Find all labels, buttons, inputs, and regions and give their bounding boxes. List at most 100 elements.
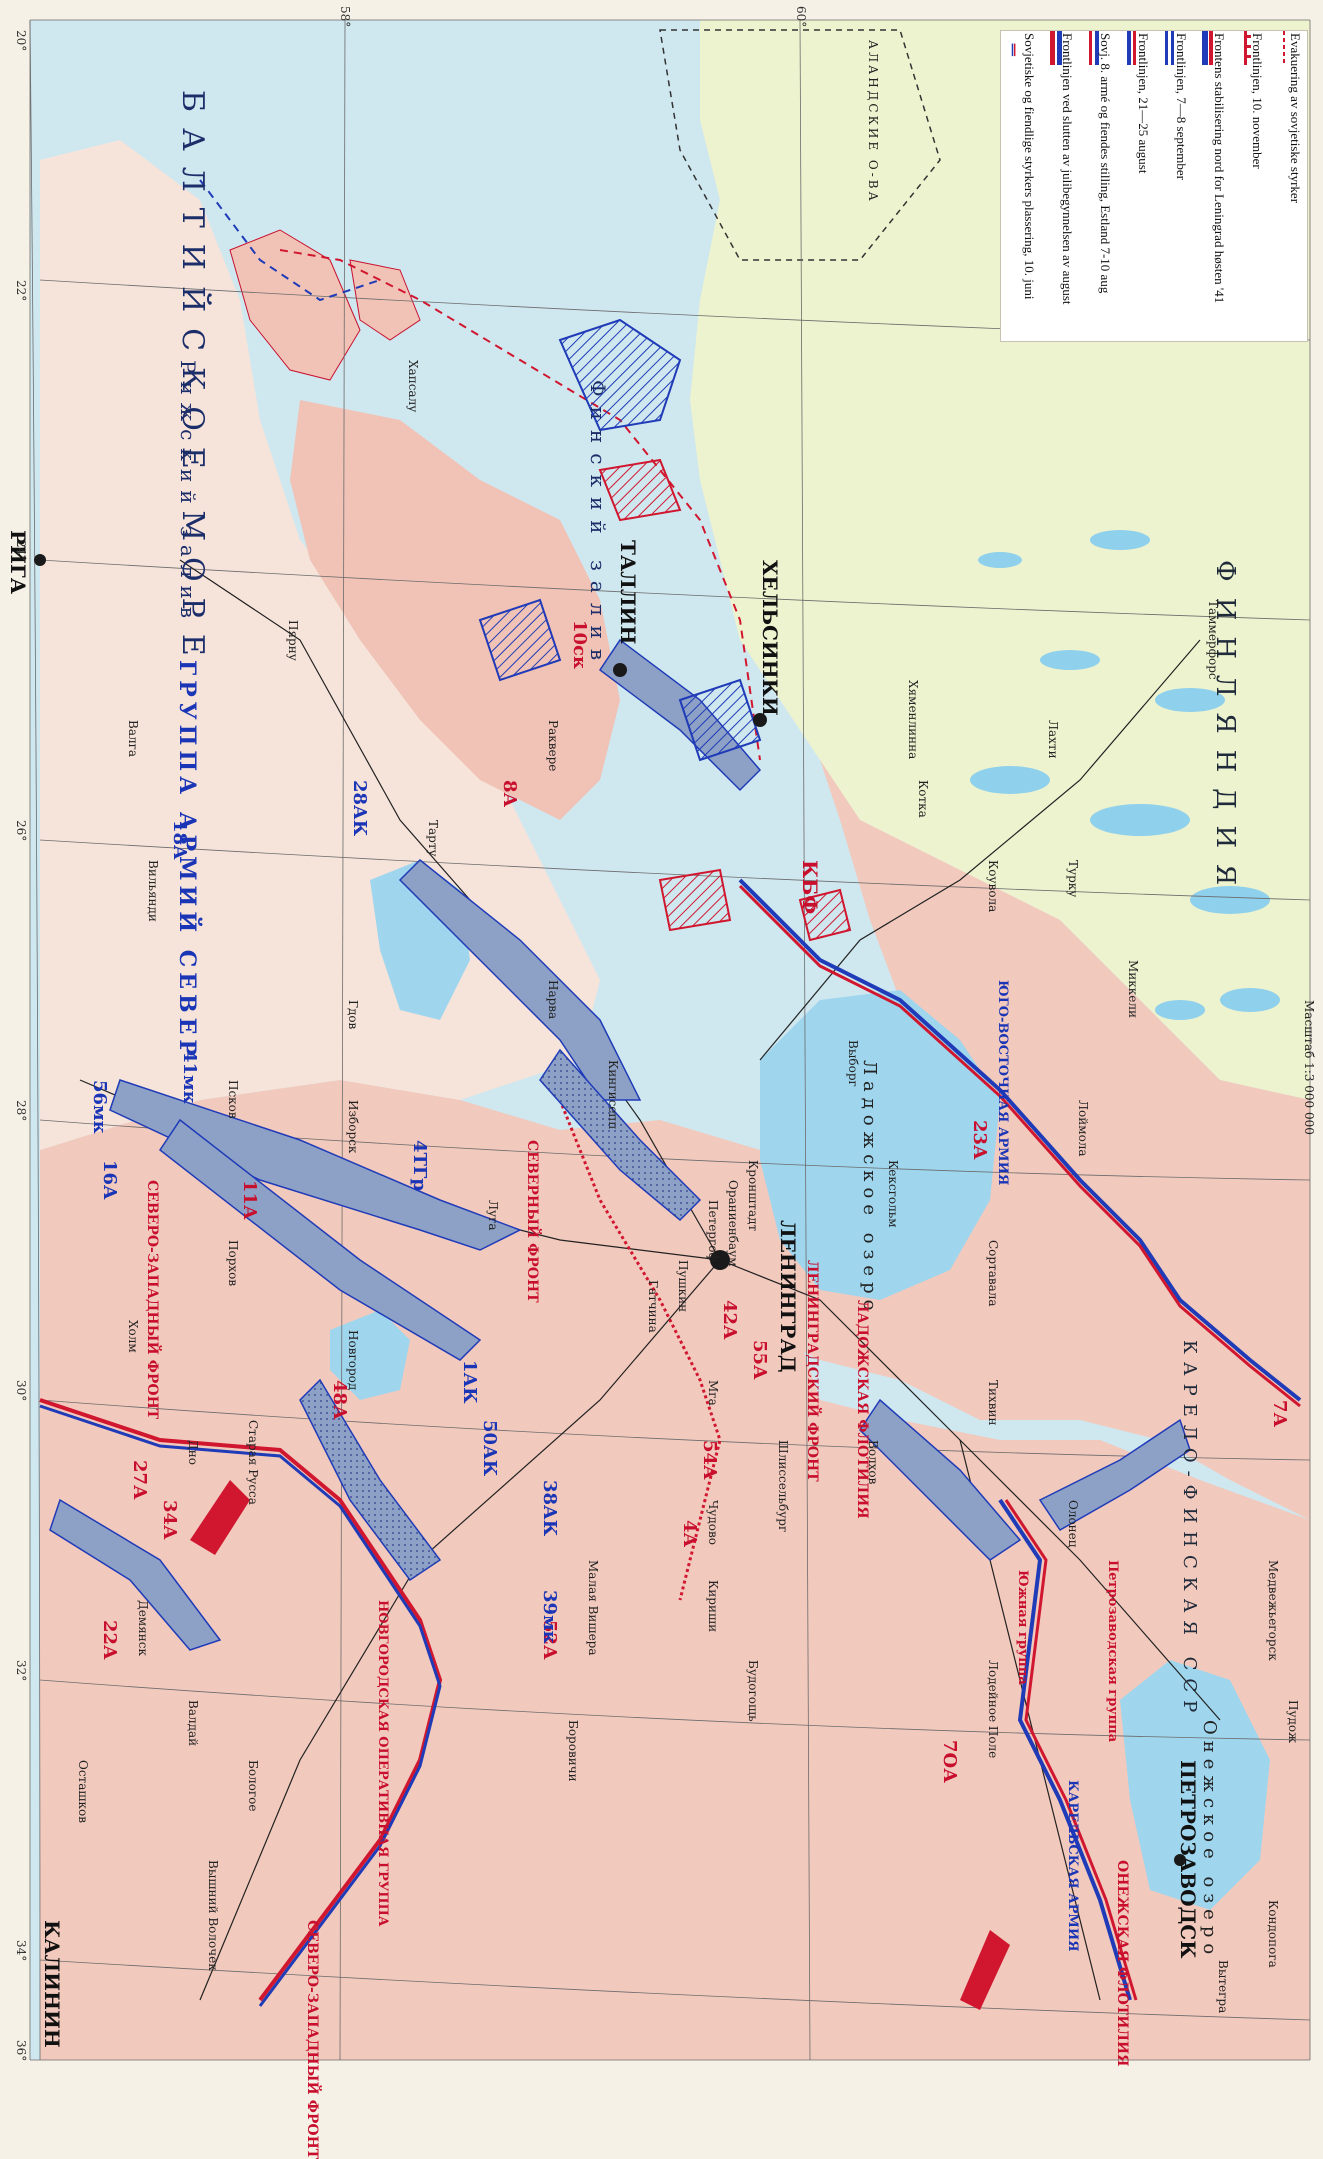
place-name: Лодейное Поле	[986, 1660, 1000, 1759]
legend-label: Frontens stabilisering nord for Leningra…	[1212, 33, 1227, 304]
label-ladoga-flotilla: ЛАДОЖСКАЯ ФЛОТИЛИЯ	[854, 1300, 870, 1519]
finnish-lakes	[970, 530, 1280, 1020]
unit-red: 22А	[99, 1620, 120, 1660]
place-name: Кондопога	[1266, 1900, 1280, 1968]
place-name: Кириши	[706, 1580, 720, 1633]
unit-red: 23А	[969, 1120, 990, 1160]
place-name: Будогощь	[746, 1660, 760, 1722]
unit-blue: 50АК	[479, 1420, 500, 1477]
place-name: Котка	[916, 780, 930, 818]
place-name: Изборск	[346, 1100, 360, 1154]
place-name: Дно	[186, 1440, 200, 1465]
place-name: Шлиссельбург	[776, 1440, 790, 1533]
unit-red: 54А	[699, 1440, 720, 1480]
place-name: Старая Русса	[246, 1420, 260, 1505]
place-name: Лахти	[1046, 720, 1060, 759]
place-name: Кексгольм	[886, 1160, 900, 1228]
unit-red: 4А	[679, 1520, 700, 1548]
place-name: Демянск	[136, 1600, 150, 1656]
graticule	[29, 19, 1311, 2061]
unit-red: 10ск	[569, 620, 590, 670]
place-name: Холм	[126, 1320, 140, 1353]
legend-swatch	[1244, 31, 1251, 65]
legend-item: Sovjetiske og fiendlige styrkers plasser…	[1011, 31, 1308, 299]
unit-blue: 39мк	[539, 1590, 560, 1644]
soviet-arrows	[190, 1480, 1010, 2010]
label-petrozavodsk: ПЕТРОЗАВОДСК	[1176, 1760, 1200, 1959]
label-tallinn: ТАЛЛИН	[616, 540, 640, 645]
grid-label: 36°	[14, 2040, 28, 2062]
place-name: Миккели	[1126, 960, 1140, 1019]
label-gulf-riga: Рижский залив	[176, 360, 200, 627]
unit-red: 55А	[749, 1340, 770, 1380]
place-name: Волхов	[866, 1440, 880, 1485]
label-lake-ladoga: Ладожское озеро	[859, 1060, 880, 1317]
place-name: Пушкин	[676, 1260, 690, 1313]
place-name: Вытегра	[1216, 1960, 1230, 2014]
legend-swatch	[1165, 31, 1174, 65]
label-lake-onega: Онежское озеро	[1199, 1720, 1220, 1961]
place-name: Нарва	[546, 980, 560, 1020]
place-name: Мга	[706, 1380, 720, 1406]
unit-red: 8А	[499, 780, 520, 808]
front-lines	[39, 179, 1302, 2007]
unit-red: 11А	[239, 1180, 260, 1220]
place-name: Боровичи	[566, 1720, 580, 1782]
label-petrozavodsk-group: Петрозаводская группа	[1105, 1560, 1120, 1743]
place-name: Лоймола	[1076, 1100, 1090, 1157]
legend-label: Frontlinjen, 21—25 august	[1136, 33, 1151, 174]
legend-swatch	[1089, 31, 1099, 65]
unit-blue: 4ТГр	[409, 1140, 430, 1191]
place-name: Медвежьегорск	[1266, 1560, 1280, 1661]
legend-item: Sovj. 8. armé og fiendes stilling, Estla…	[1087, 31, 1323, 293]
legend-label: Sovj. 8. armé og fiendes stilling, Estla…	[1098, 33, 1113, 294]
place-name: Малая Вишера	[586, 1560, 600, 1656]
fleet-markers	[478, 318, 762, 762]
label-northwest-front: СЕВЕРО-ЗАПАДНЫЙ ФРОНТ	[144, 1180, 160, 1420]
place-name: Гатчина	[646, 1280, 660, 1333]
label-north-front: СЕВЕРНЫЙ ФРОНТ	[524, 1140, 540, 1303]
lake-onega	[1120, 1660, 1270, 1910]
grid-label: 20°	[14, 30, 28, 52]
place-name: Тарту	[426, 820, 440, 857]
unit-blue: 38АК	[539, 1480, 560, 1537]
legend-item: Frontlinjen, 7—8 september	[1163, 31, 1323, 180]
place-name: Луга	[486, 1200, 500, 1231]
place-name: Валдай	[186, 1700, 200, 1747]
legend-label: Evakuering av sovjetiske styrker	[1288, 33, 1303, 204]
legend-label: Frontlinjen, 10. november	[1250, 33, 1265, 169]
legend-swatch	[1127, 31, 1136, 65]
legend-swatch	[1011, 43, 1016, 57]
unit-red: 7ОА	[939, 1740, 960, 1783]
grid-label: 30°	[14, 1380, 28, 1402]
place-name: Ораниенбаум	[726, 1180, 740, 1267]
saaremaa-island	[229, 229, 361, 381]
place-name: Пярну	[286, 620, 300, 661]
place-name: Коувола	[986, 860, 1000, 913]
place-name: Раквере	[546, 720, 560, 772]
map-canvas	[29, 19, 1311, 2061]
place-name: Петергоф	[706, 1200, 720, 1262]
legend-item: Frontlinjen ved slutten av julibegynnels…	[1049, 31, 1323, 305]
place-name: Бологое	[246, 1760, 260, 1812]
place-name: Олонец	[1066, 1500, 1080, 1548]
label-leningrad: ЛЕНИНГРАД	[776, 1220, 800, 1373]
place-name: Кингисепп	[606, 1060, 620, 1130]
label-karelo-finnish: КАРЕЛО-ФИНСКАЯ ССР	[1179, 1340, 1200, 1721]
place-name: Кронштадт	[746, 1160, 760, 1232]
aland-boundary	[659, 29, 941, 261]
place-name: Сортавала	[986, 1240, 1000, 1307]
place-name: Порхов	[226, 1240, 240, 1287]
grid-label: 28°	[14, 1100, 28, 1122]
label-army-group-north: ГРУППА АРМИЙ СЕВЕР	[174, 660, 200, 1061]
unit-blue: 18А	[169, 820, 190, 860]
place-name: Чудово	[706, 1500, 720, 1545]
axis-attack-dots	[300, 1050, 700, 1580]
grid-label: 34°	[14, 1940, 28, 1962]
grid-label: 58°	[338, 6, 352, 28]
legend-item: Frontlinjen, 10. november	[1239, 31, 1323, 169]
place-name: Осташков	[76, 1760, 90, 1823]
map-legend: Sovjetiske og fiendlige styrkers plasser…	[1000, 30, 1308, 342]
estonia-land	[290, 400, 620, 820]
place-name: Тихвин	[986, 1380, 1000, 1426]
